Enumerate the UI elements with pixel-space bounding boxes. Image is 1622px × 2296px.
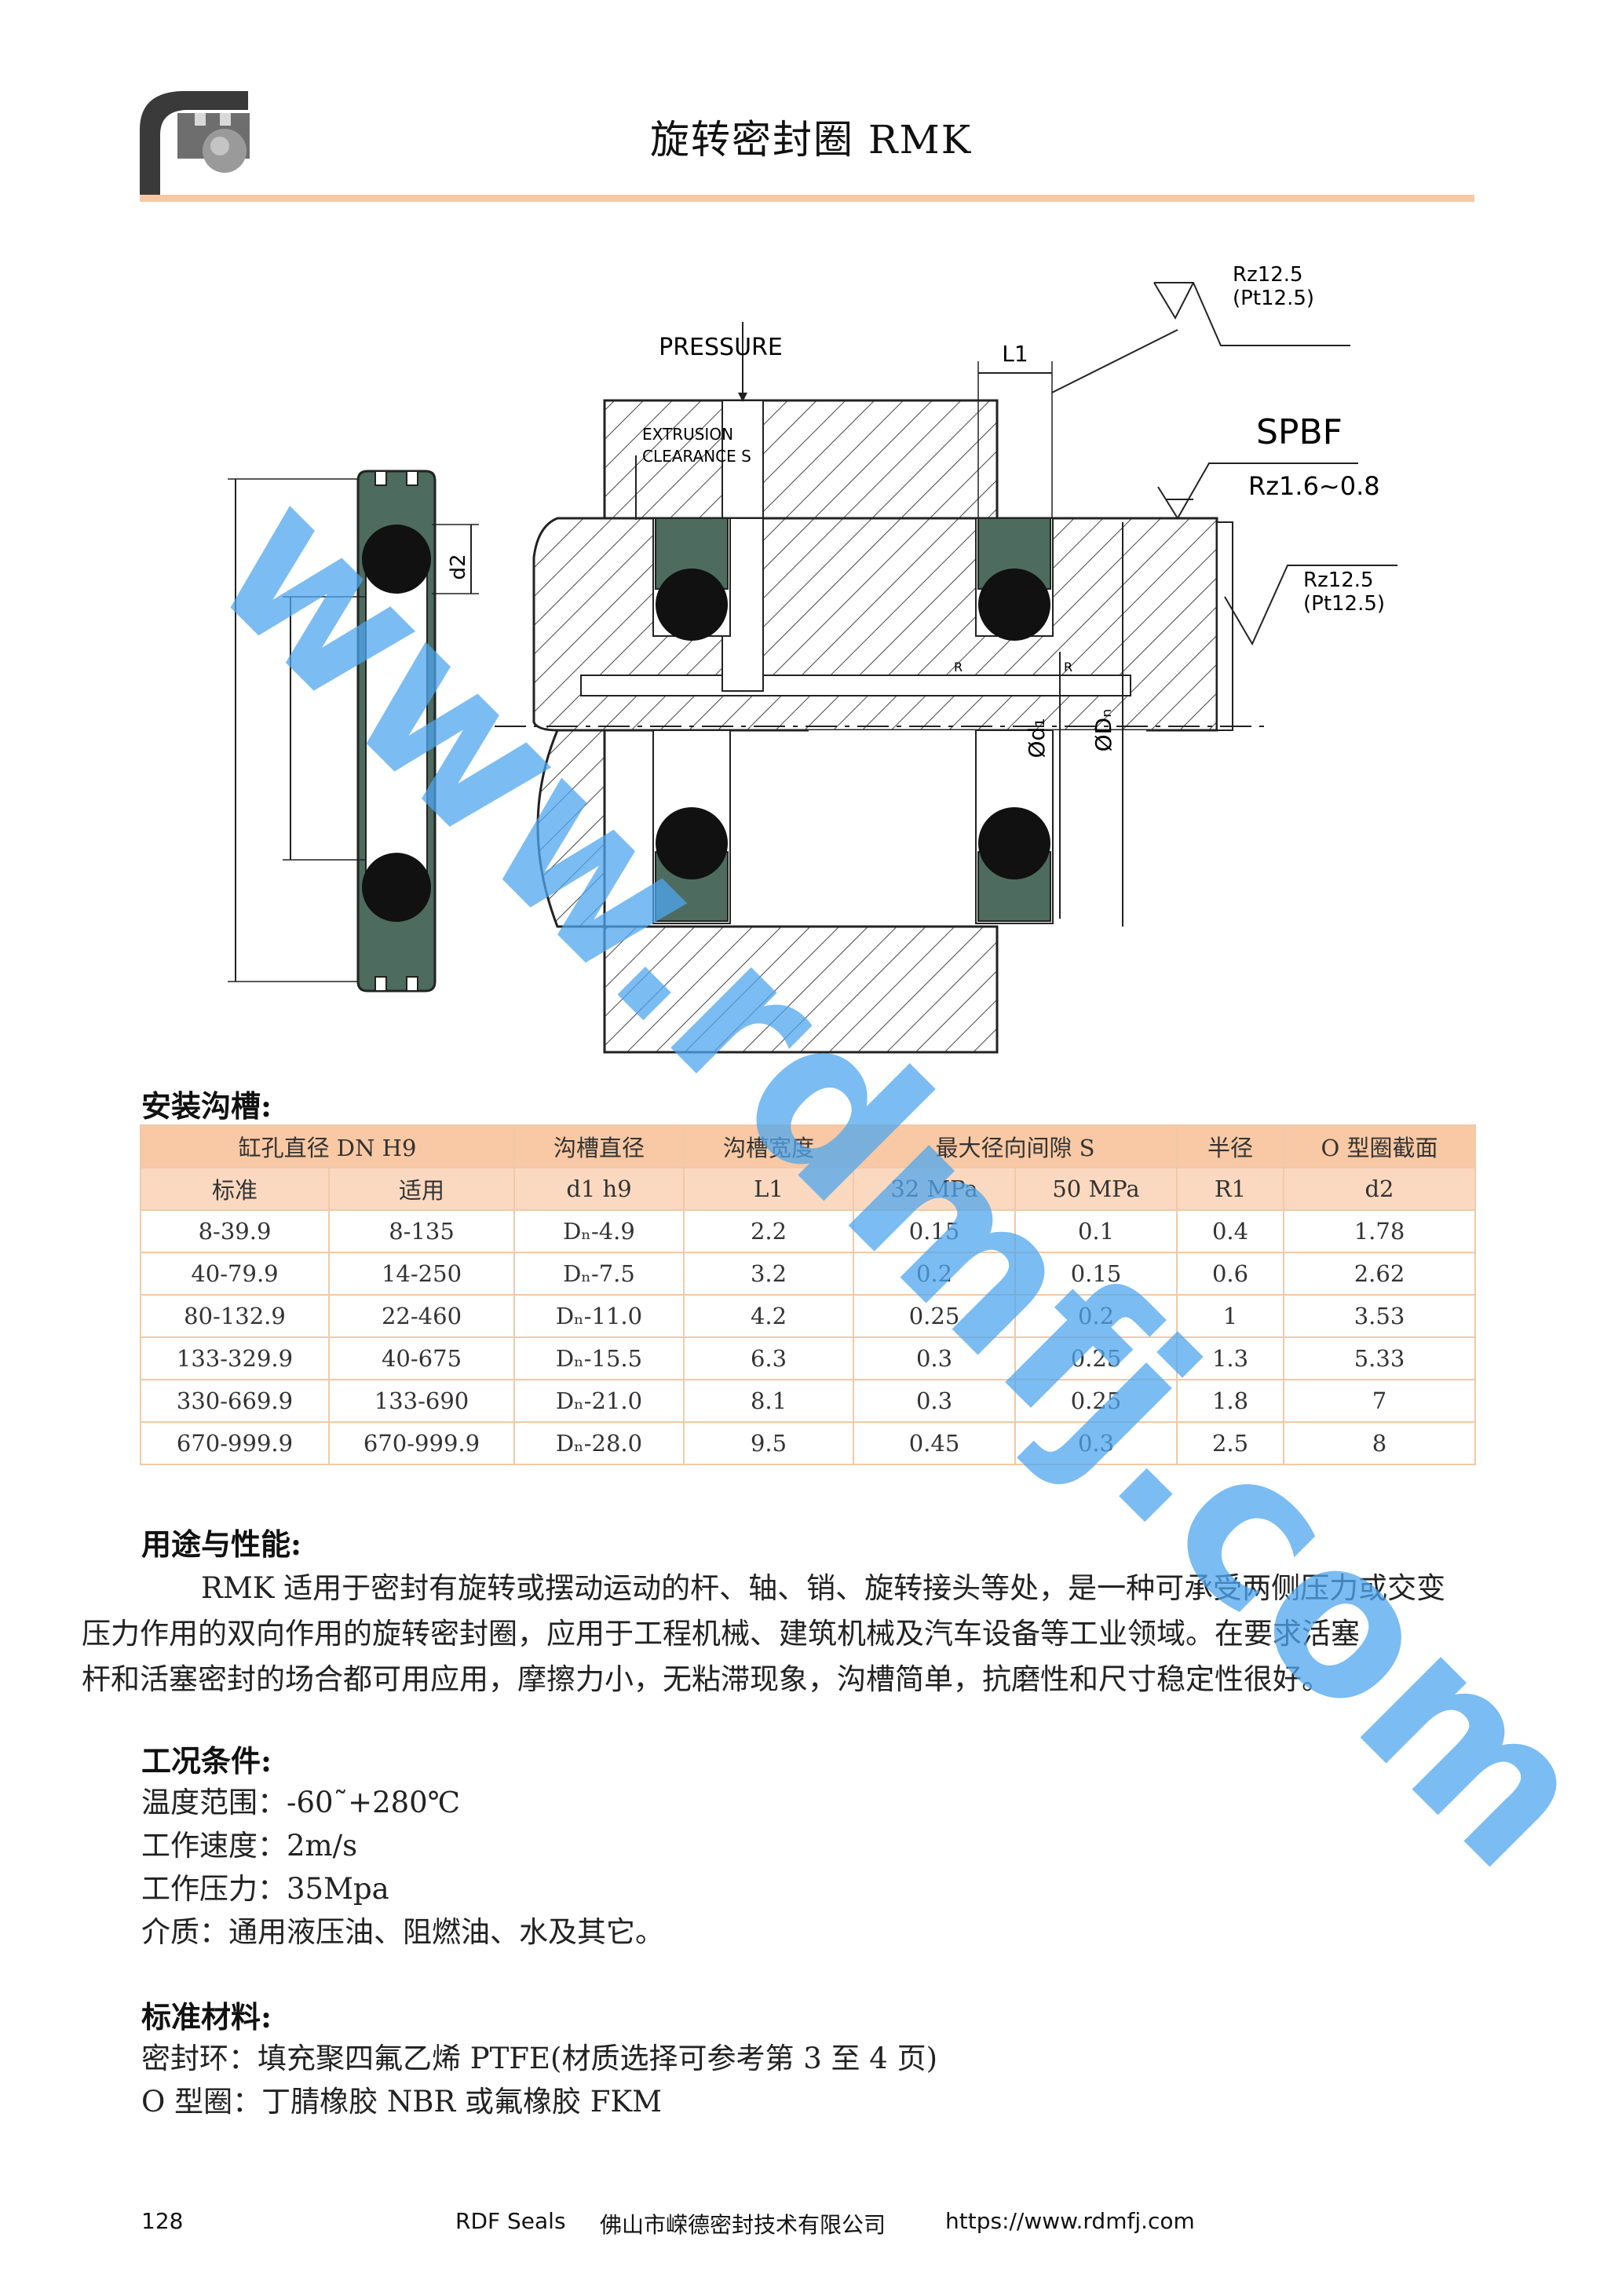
l1-label: L1 — [1002, 341, 1028, 367]
d2-label: d2 — [447, 554, 470, 579]
housing-top — [603, 399, 999, 520]
svg-text:R: R — [954, 660, 963, 675]
materials-list: 密封环：填充聚四氟乙烯 PTFE(材质选择可参考第 3 至 4 页) O 型圈：… — [141, 2042, 938, 2119]
page-title: 旋转密封圈 RMK — [649, 117, 973, 163]
roughness-top: Rz12.5 (Pt12.5) — [1051, 263, 1350, 393]
page-number: 128 — [141, 2208, 184, 2234]
usage-heading: 用途与性能: — [141, 1526, 302, 1562]
rdf-logo — [140, 91, 250, 196]
svg-text:Rz12.5: Rz12.5 — [1303, 569, 1374, 592]
groove-right-upper — [975, 517, 1054, 641]
materials-heading: 标准材料: — [141, 1999, 272, 2035]
svg-text:(Pt12.5): (Pt12.5) — [1233, 287, 1314, 310]
table-header-row-1: 缸孔直径 DN H9 沟槽直径 沟槽宽度 最大径向间隙 S 半径 O 型圈截面 — [140, 1124, 1476, 1168]
extrusion-label-1: EXTRUSION — [642, 425, 733, 444]
watermark-text: www.rdmfj.com — [169, 445, 1622, 1914]
groove-left-upper — [652, 517, 731, 641]
usage-paragraph: RMK 适用于密封有旋转或摆动运动的杆、轴、销、旋转接头等处，是一种可承受两侧压… — [82, 1571, 1446, 1696]
housing-bottom — [603, 925, 999, 1054]
footer-company: 佛山市嵘德密封技术有限公司 — [600, 2212, 886, 2238]
pressure-label: PRESSURE — [659, 334, 783, 361]
conditions-heading: 工况条件: — [141, 1743, 272, 1779]
extrusion-label-2: CLEARANCE S — [642, 447, 751, 466]
footer-brand: RDF Seals — [455, 2208, 566, 2234]
title-divider — [140, 195, 1474, 202]
table-header-row-2: 标准 适用 d1 h9 L1 32 MPa 50 MPa R1 d2 — [140, 1167, 1476, 1211]
roughness-right: Rz12.5 (Pt12.5) — [1224, 565, 1397, 646]
dn-label: ØDₙ — [1090, 709, 1116, 752]
groove-heading: 安装沟槽: — [141, 1088, 272, 1124]
footer-url[interactable]: https://www.rdmfj.com — [945, 2208, 1195, 2234]
svg-text:(Pt12.5): (Pt12.5) — [1303, 592, 1385, 616]
groove-left-lower — [652, 729, 731, 924]
svg-text:R: R — [1064, 660, 1072, 675]
d1-label: Ød₁ — [1024, 718, 1050, 758]
seal-ring-front-view: d2 — [228, 470, 479, 993]
spbf-label: SPBF — [1256, 412, 1343, 452]
seal-cross-section-diagram: d2 PRESSURE EXTRU — [228, 263, 1397, 1054]
svg-text:Rz1.6~0.8: Rz1.6~0.8 — [1248, 471, 1380, 501]
groove-spec-table: 缸孔直径 DN H9 沟槽直径 沟槽宽度 最大径向间隙 S 半径 O 型圈截面 … — [140, 1124, 1476, 1465]
roughness-mid: Rz1.6~0.8 — [1157, 462, 1380, 520]
groove-right-lower — [975, 729, 1054, 924]
conditions-list: 温度范围：-60˜+280℃ 工作速度：2m/s 工作压力：35Mpa 介质：通… — [141, 1786, 664, 1949]
svg-text:Rz12.5: Rz12.5 — [1233, 263, 1303, 287]
